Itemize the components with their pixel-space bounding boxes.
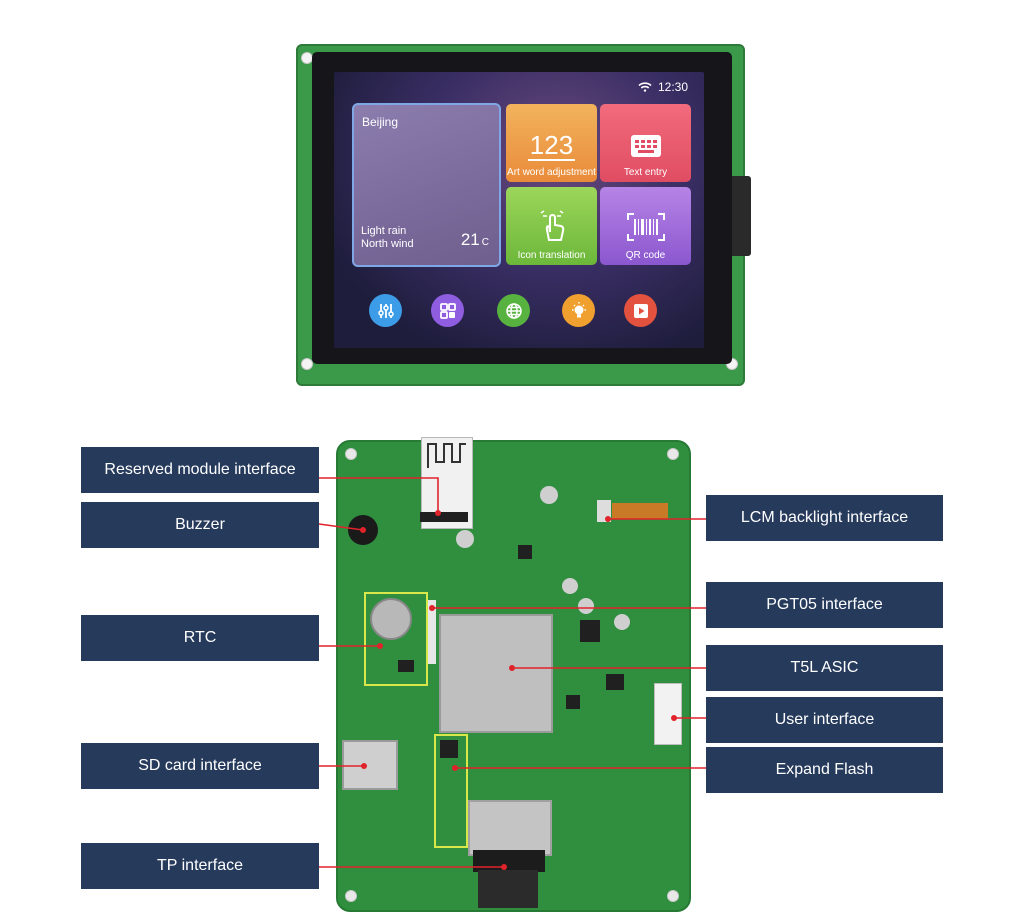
label-reserved-module-interface: Reserved module interface (81, 447, 319, 493)
user-interface-connector (654, 683, 682, 745)
light-bulb-icon[interactable] (562, 294, 595, 327)
t5l-asic-chip (439, 614, 553, 733)
temperature-value: 21 (460, 230, 480, 249)
play-icon[interactable] (624, 294, 657, 327)
inductor (606, 674, 624, 690)
weather-condition-line: Light rain (361, 225, 407, 237)
mount-hole (345, 448, 357, 460)
label-user-interface: User interface (706, 697, 943, 743)
backlight-cable (612, 503, 668, 519)
capacitor (456, 530, 474, 548)
buzzer-component (348, 515, 378, 545)
sliders-icon[interactable] (369, 294, 402, 327)
flash-chip (440, 740, 458, 758)
rtc-chip (398, 660, 414, 672)
weather-wind-line: North wind (361, 238, 414, 250)
inductor (580, 620, 600, 642)
label-rtc: RTC (81, 615, 319, 661)
module-pins (420, 512, 468, 522)
tile-icon-translation[interactable]: Icon translation (506, 187, 597, 265)
mount-hole (667, 890, 679, 902)
grid-icon[interactable] (431, 294, 464, 327)
label-t5l-asic: T5L ASIC (706, 645, 943, 691)
wifi-icon (638, 82, 652, 92)
label-expand-flash: Expand Flash (706, 747, 943, 793)
expand-flash-outline (434, 734, 468, 848)
tile-label: Art word adjustment (507, 167, 596, 178)
rtc-battery (370, 598, 412, 640)
ic-chip (566, 695, 580, 709)
tp-cable (478, 870, 538, 908)
temperature-unit: C (481, 237, 489, 248)
ribbon-cable (729, 176, 751, 256)
capacitor (562, 578, 578, 594)
tile-label: QR code (625, 250, 666, 261)
keyboard-icon (630, 135, 661, 157)
tile-text-entry[interactable]: Text entry (600, 104, 691, 182)
tile-label: Icon translation (517, 250, 586, 261)
tile-label: Text entry (623, 167, 668, 178)
sd-card-slot (342, 740, 398, 790)
ic-chip (518, 545, 532, 559)
pgt05-header (428, 600, 436, 664)
weather-condition: Light rain North wind (361, 225, 414, 251)
label-pgt05-interface: PGT05 interface (706, 582, 943, 628)
label-lcm-backlight-interface: LCM backlight interface (706, 495, 943, 541)
tile-art-word-adjustment[interactable]: 123 Art word adjustment (506, 104, 597, 182)
status-bar: 12:30 (638, 80, 688, 94)
mount-hole (345, 890, 357, 902)
tp-connector (473, 850, 545, 872)
capacitor (614, 614, 630, 630)
mount-hole (301, 358, 313, 370)
status-time: 12:30 (657, 80, 688, 94)
tile-qr-code[interactable]: QR code (600, 187, 691, 265)
capacitor (540, 486, 558, 504)
shield-can (468, 800, 552, 856)
backlight-connector (597, 500, 611, 522)
label-buzzer: Buzzer (81, 502, 319, 548)
art-word-icon: 123 (527, 130, 576, 161)
rtc-outline (364, 592, 428, 686)
label-tp-interface: TP interface (81, 843, 319, 889)
weather-city: Beijing (362, 115, 399, 129)
globe-icon[interactable] (497, 294, 530, 327)
label-sd-card-interface: SD card interface (81, 743, 319, 789)
hand-tap-icon (540, 210, 564, 241)
barcode-icon (626, 213, 665, 241)
capacitor (578, 598, 594, 614)
mount-hole (667, 448, 679, 460)
